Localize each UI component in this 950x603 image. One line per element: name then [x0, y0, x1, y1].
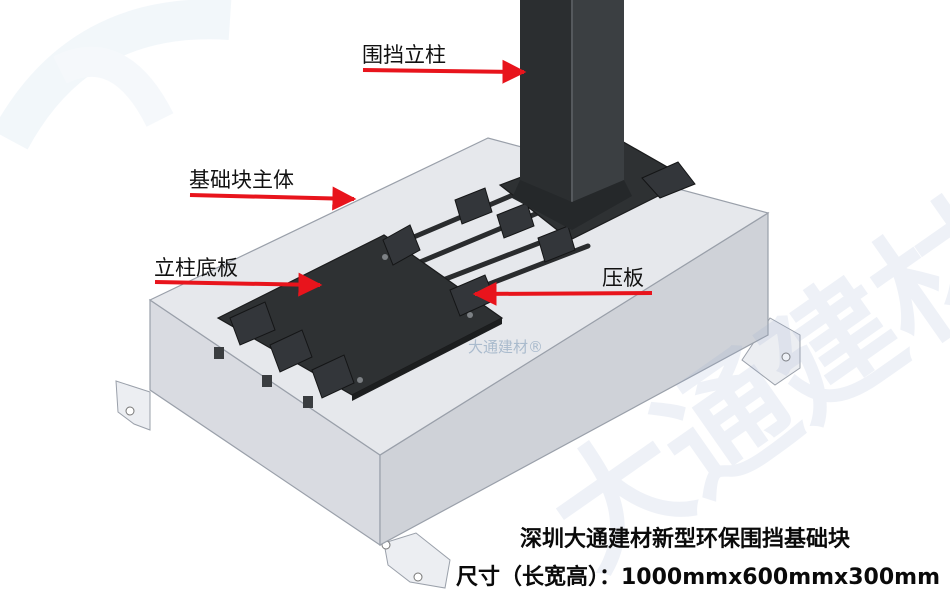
arrow-foundation-body	[189, 186, 357, 211]
mounting-tab-bottom	[383, 532, 451, 589]
caption-title: 深圳大通建材新型环保围挡基础块	[520, 527, 851, 552]
label-foundation-body: 基础块主体	[189, 168, 294, 192]
mounting-tab-left	[115, 380, 151, 431]
block-slots	[214, 347, 313, 408]
label-post: 围挡立柱	[362, 43, 446, 67]
label-clamp-plate: 压板	[602, 266, 644, 290]
caption-dimensions: 尺寸（长宽高）：1000mmx600mmx300mm	[456, 565, 941, 590]
post-right-face	[572, 0, 624, 202]
post-gusset	[512, 180, 632, 230]
arrow-clamp-plate	[472, 281, 653, 306]
tab-hole-icon	[781, 352, 791, 362]
label-base-plate: 立柱底板	[154, 256, 238, 280]
base-plate-edge	[352, 318, 502, 401]
tab-hole-icon	[413, 572, 423, 582]
arrow-post	[362, 59, 527, 84]
callout-arrows	[154, 59, 653, 306]
clamp-plates	[229, 161, 696, 399]
post-left-face	[520, 0, 572, 202]
background-watermark	[0, 0, 232, 150]
small-watermark: 大通建材®	[468, 338, 543, 356]
tab-hole-icon	[125, 406, 135, 416]
arrow-base-plate	[154, 272, 323, 297]
